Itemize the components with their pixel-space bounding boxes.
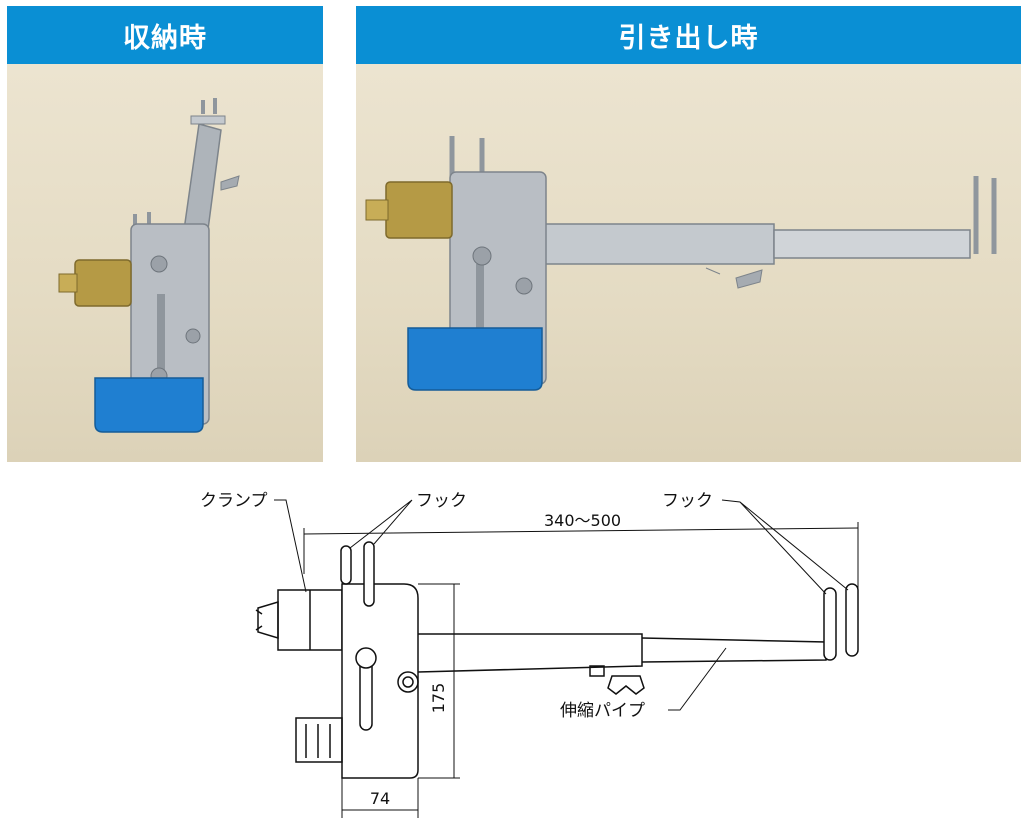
wing-nut <box>705 267 763 289</box>
clamp-leader <box>274 499 307 593</box>
main-plate <box>341 583 419 779</box>
inner-pipe <box>773 229 971 259</box>
plate-bolt <box>515 277 533 295</box>
clamp-body <box>74 259 132 307</box>
inner-pipe <box>641 637 827 663</box>
bracket-extended-illustration <box>365 136 997 391</box>
label-clamp: クランプ <box>200 491 268 511</box>
label-telescopic-pipe: 伸縮パイプ <box>560 701 645 721</box>
hook-left-1 <box>340 545 352 585</box>
outer-pipe <box>417 633 643 673</box>
technical-drawing: クランプ フック フック 伸縮パイプ 340～500 175 74 <box>200 491 859 818</box>
pipe-leader <box>668 647 727 711</box>
label-hook-left: フック <box>416 491 467 511</box>
wing-nut <box>589 665 645 695</box>
plate-bolt <box>472 246 492 266</box>
hook-right-2 <box>845 583 859 657</box>
bracket-stored-illustration <box>58 98 240 433</box>
clamp-screw <box>58 273 78 293</box>
plate-slot <box>476 264 484 374</box>
panel-title-stored: 収納時 <box>7 6 323 64</box>
photo-extended <box>356 64 1021 462</box>
photo-panel-extended: 引き出し時 <box>356 6 1021 462</box>
hook-left-2 <box>363 541 375 607</box>
hook-right-1 <box>823 587 837 661</box>
label-hook-right: フック <box>662 491 713 511</box>
plate-bolt <box>185 328 201 344</box>
dim-width: 74 <box>370 789 390 808</box>
outer-pipe <box>537 223 775 265</box>
blue-pad <box>94 377 204 433</box>
plate-slot <box>157 294 165 384</box>
clamp-knob <box>257 600 279 640</box>
slot-bolt <box>355 647 377 669</box>
clamp-body <box>385 181 453 239</box>
photo-stored <box>7 64 323 462</box>
hook-left-leader <box>349 499 413 549</box>
hex-nut <box>397 671 419 693</box>
wing-nut <box>220 175 240 191</box>
dim-height: 175 <box>429 683 448 714</box>
pipe-collar <box>190 115 226 125</box>
plate-bolt <box>150 255 168 273</box>
panel-title-extended: 引き出し時 <box>356 6 1021 64</box>
blue-pad <box>407 327 543 391</box>
lower-tab <box>295 717 343 763</box>
clamp-screw <box>365 199 389 221</box>
end-hooks <box>973 176 997 254</box>
top-hooks <box>201 98 217 114</box>
hook-right-leader <box>721 499 849 595</box>
photo-panel-stored: 収納時 <box>7 6 323 462</box>
dim-length: 340～500 <box>544 511 621 530</box>
